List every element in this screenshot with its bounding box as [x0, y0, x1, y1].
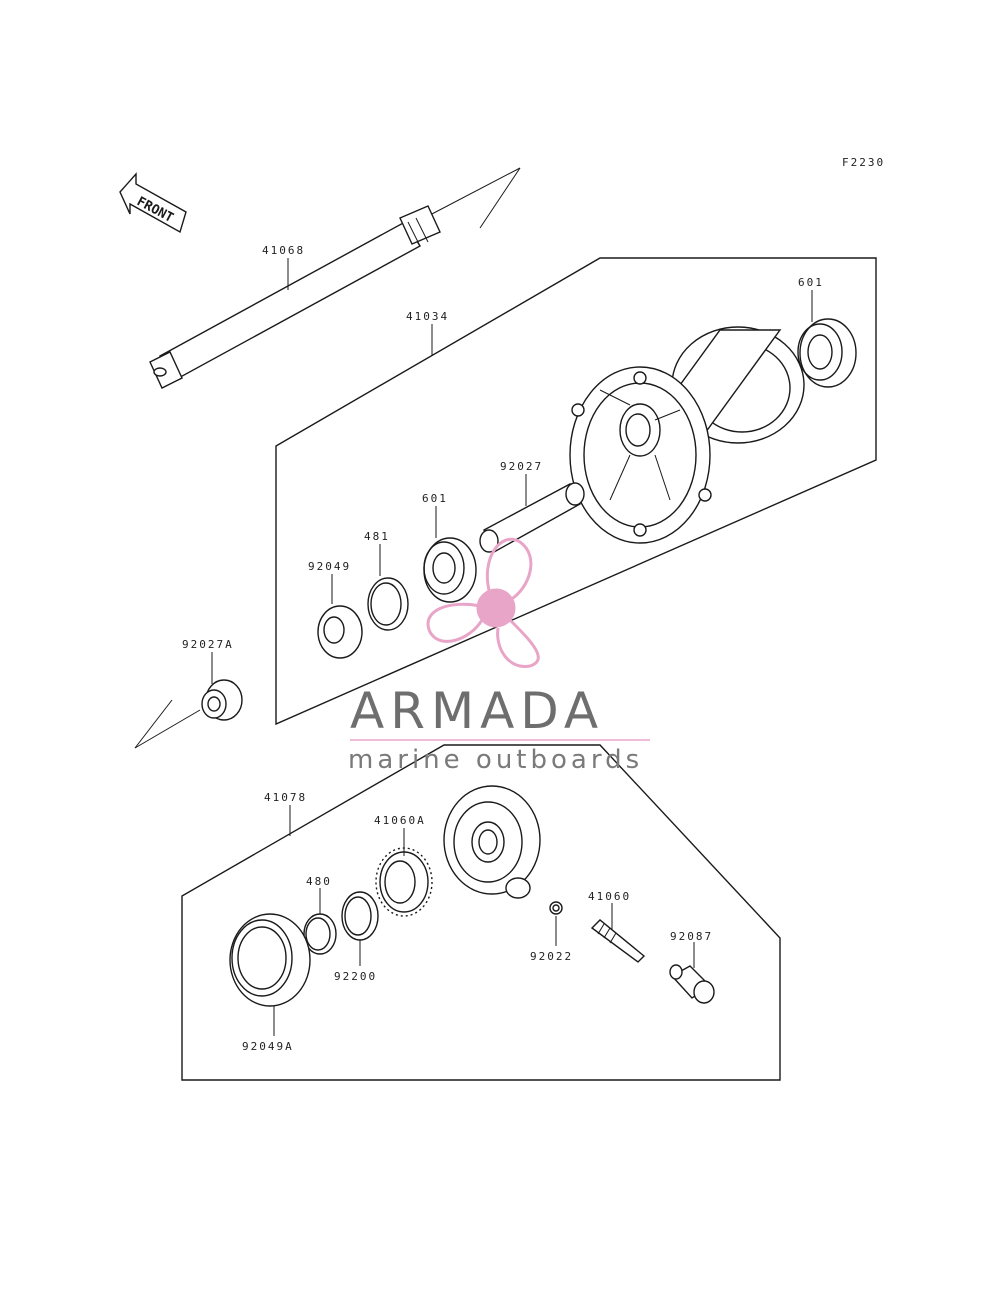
label-92027: 92027: [500, 460, 543, 473]
pinion-41060: [590, 919, 646, 963]
bearing-601-top: [797, 318, 857, 388]
washer-92022: [549, 901, 563, 915]
label-92200: 92200: [334, 970, 377, 983]
spacer-92027: [479, 482, 585, 553]
label-92027a: 92027A: [182, 638, 234, 651]
bushing-92087: [669, 964, 715, 1004]
seal-92049a: [229, 913, 311, 1007]
gear-housing: [443, 785, 541, 899]
circlip-481: [367, 577, 409, 631]
label-601-mid: 601: [422, 492, 448, 505]
propeller-blade-left: [426, 602, 484, 643]
gear-41060a: [375, 847, 433, 917]
axle-41068: [149, 167, 521, 389]
label-481: 481: [364, 530, 390, 543]
hub-assembly-box: [275, 257, 877, 726]
wheel-hub: [569, 326, 805, 544]
propeller-hub: [476, 588, 516, 628]
front-arrow-icon: FRONT: [119, 172, 187, 234]
label-601-top: 601: [798, 276, 824, 289]
propeller-blade-top: [485, 538, 533, 602]
label-41060a: 41060A: [374, 814, 426, 827]
propeller-blade-right: [496, 618, 540, 668]
watermark-tagline: marine outboards: [348, 745, 643, 775]
armada-watermark: ARMADA marine outboards: [348, 538, 650, 775]
speedometer-gear-box: [181, 744, 781, 1081]
label-41060: 41060: [588, 890, 631, 903]
label-92087: 92087: [670, 930, 713, 943]
label-92049: 92049: [308, 560, 351, 573]
diagram-code: F2230: [842, 156, 885, 169]
seal-92049: [317, 605, 363, 659]
label-41068: 41068: [262, 244, 305, 257]
watermark-brand: ARMADA: [350, 682, 604, 740]
collar-92027a: [134, 679, 243, 749]
washer-92200: [341, 891, 379, 941]
label-480: 480: [306, 875, 332, 888]
propeller-logo-icon: [426, 538, 540, 668]
bearing-601-mid: [423, 537, 477, 603]
label-41034: 41034: [406, 310, 449, 323]
label-92022: 92022: [530, 950, 573, 963]
label-92049a: 92049A: [242, 1040, 294, 1053]
label-41078: 41078: [264, 791, 307, 804]
